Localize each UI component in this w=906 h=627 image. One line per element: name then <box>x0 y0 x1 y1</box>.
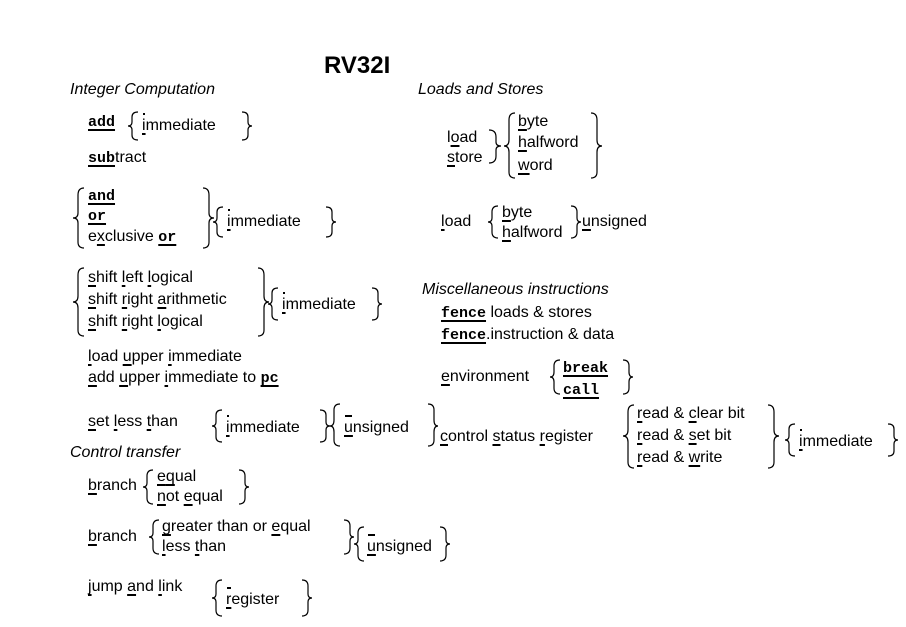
load-unsigned-label: unsigned <box>582 213 647 230</box>
page-title: RV32I <box>324 52 391 79</box>
instr-exclusive-or: exclusive or <box>88 228 177 246</box>
instr-subtract: subtract <box>88 149 147 167</box>
branch-ge: greater than or equal <box>162 518 311 535</box>
slt-immediate: immediate <box>226 415 300 436</box>
instr-environment: environment <box>441 368 530 385</box>
shift-immediate: immediate <box>282 292 356 313</box>
branch-equal: equal <box>157 468 197 485</box>
csr-rw: read & write <box>637 449 723 466</box>
width-byte: byte <box>518 113 549 130</box>
instr-load-unsigned: load <box>441 213 472 230</box>
instr-slt: set less than <box>88 413 178 430</box>
instr-srl: shift right logical <box>88 313 203 330</box>
instr-store: store <box>447 149 483 166</box>
jal-register: register <box>226 587 280 608</box>
instr-jal: jump and link <box>88 578 183 595</box>
instr-sll: shift left logical <box>88 269 193 286</box>
width-byte-u: byte <box>502 204 533 221</box>
section-miscellaneous: Miscellaneous instructions <box>422 281 609 298</box>
instr-branch-cmp: branch <box>88 528 137 545</box>
instr-or: or <box>88 208 107 225</box>
instr-load: load <box>447 129 478 146</box>
csr-rc: read & clear bit <box>637 405 745 422</box>
instr-csr: control status register <box>440 428 593 445</box>
width-word: word <box>518 157 553 174</box>
instr-and: and <box>88 188 116 205</box>
instr-add: add <box>88 114 116 131</box>
branch-unsigned: unsigned <box>367 534 432 555</box>
branch-lt: less than <box>162 538 227 555</box>
instr-auipc: add upper immediate to pc <box>88 369 279 387</box>
csr-immediate: immediate <box>799 429 873 450</box>
instr-branch-eq: branch <box>88 477 137 494</box>
section-loads-and-stores: Loads and Stores <box>418 81 544 98</box>
csr-rs: read & set bit <box>637 427 732 444</box>
env-call: call <box>563 382 600 399</box>
instr-fence-i: fence.instruction & data <box>441 326 615 344</box>
instr-fence: fence loads & stores <box>441 304 592 322</box>
instr-sra: shift right arithmetic <box>88 291 227 308</box>
width-halfword: halfword <box>518 134 579 151</box>
branch-not-equal: not equal <box>157 488 223 505</box>
slt-unsigned: unsigned <box>344 415 409 436</box>
width-halfword-u: halfword <box>502 224 563 241</box>
env-break: break <box>563 360 609 377</box>
section-control-transfer: Control transfer <box>70 444 181 461</box>
logic-immediate: immediate <box>227 209 301 230</box>
instr-add-immediate: immediate <box>142 113 216 134</box>
instr-lui: load upper immediate <box>88 348 242 365</box>
section-integer-computation: Integer Computation <box>70 81 215 98</box>
